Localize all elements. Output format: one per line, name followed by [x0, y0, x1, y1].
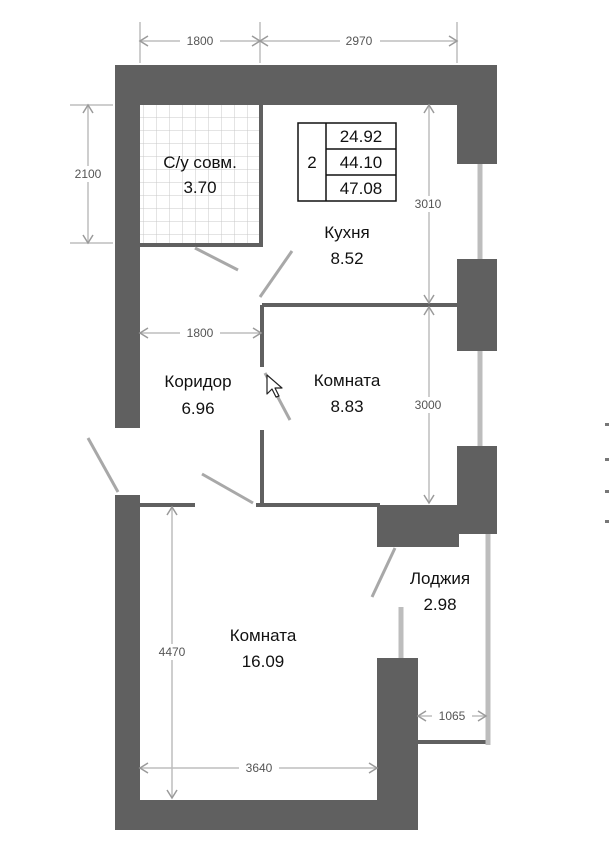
room-area-small-room: 8.83: [330, 397, 363, 416]
interior-walls: [140, 105, 488, 744]
summary-total-area: 44.10: [340, 153, 383, 172]
room-name-loggia: Лоджия: [410, 569, 470, 588]
dim-kitchen-height: 3010: [415, 197, 442, 211]
dim-big-room-width: 3640: [246, 761, 273, 775]
room-area-big-room: 16.09: [242, 652, 285, 671]
dimension-arrows: [82, 35, 488, 800]
room-area-loggia: 2.98: [423, 595, 456, 614]
dimension-label-backgrounds: [70, 33, 472, 776]
room-area-corridor: 6.96: [181, 399, 214, 418]
summary-rooms-count: 2: [307, 153, 316, 172]
room-name-big-room: Комната: [230, 626, 297, 645]
dim-loggia-width: 1065: [439, 709, 466, 723]
bathroom-tile-floor: [140, 105, 261, 245]
room-name-corridor: Коридор: [164, 372, 231, 391]
cropped-edge-marks: [605, 423, 609, 523]
windows: [398, 164, 491, 745]
summary-total-with-loggia: 47.08: [340, 179, 383, 198]
room-area-kitchen: 8.52: [330, 249, 363, 268]
dim-top-left: 1800: [187, 34, 214, 48]
dim-room-height: 3000: [415, 398, 442, 412]
dim-top-right: 2970: [346, 34, 373, 48]
room-name-kitchen: Кухня: [324, 223, 370, 242]
dim-corridor-width: 1800: [187, 326, 214, 340]
dim-big-room-height: 4470: [159, 645, 186, 659]
exterior-walls: [115, 65, 497, 830]
summary-living-area: 24.92: [340, 127, 383, 146]
mouse-cursor-icon: [266, 374, 283, 398]
area-summary-table: [297, 122, 397, 202]
dim-bath-height: 2100: [75, 167, 102, 181]
room-name-bathroom: С/у совм.: [163, 153, 237, 172]
room-name-small-room: Комната: [314, 371, 381, 390]
room-area-bathroom: 3.70: [183, 178, 216, 197]
